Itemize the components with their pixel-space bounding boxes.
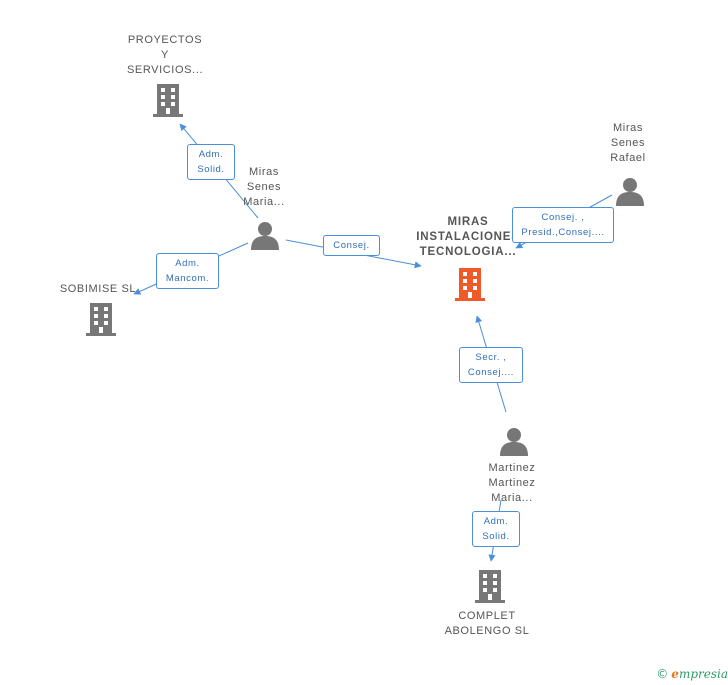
edge-label-consej[interactable]: Consej. [323,235,380,256]
building-icon[interactable] [475,570,505,603]
edge-label-adm-solid[interactable]: Adm. Solid. [187,144,235,180]
node-label-miras-rafael[interactable]: Miras Senes Rafael [610,122,646,164]
node-label-miras-maria[interactable]: Miras Senes Maria... [243,166,285,208]
person-icon[interactable] [251,222,279,250]
main-building-icon[interactable] [455,268,485,301]
edge-label-adm-solid-complet[interactable]: Adm. Solid. [472,511,520,547]
empresia-logo[interactable]: ©empresia [656,667,728,681]
node-label-miras-instalaciones[interactable]: MIRAS INSTALACIONES TECNOLOGIA... [416,216,520,258]
edge-label-adm-mancom[interactable]: Adm. Mancom. [156,253,219,289]
building-icon[interactable] [86,303,116,336]
node-label-complet[interactable]: COMPLET ABOLENGO SL [444,610,530,637]
person-icon[interactable] [616,178,644,206]
node-label-sobimise[interactable]: SOBIMISE SL [59,283,137,295]
person-icon[interactable] [500,428,528,456]
building-icon[interactable] [153,84,183,117]
node-label-proyectos[interactable]: PROYECTOS Y SERVICIOS... [126,34,204,76]
edge-label-consej-presid[interactable]: Consej. , Presid.,Consej.... [512,207,614,243]
edge-label-secr-consej[interactable]: Secr. , Consej.... [459,347,523,383]
node-label-martinez[interactable]: Martinez Martinez Maria... [488,462,536,504]
copyright-icon: © [656,667,669,681]
